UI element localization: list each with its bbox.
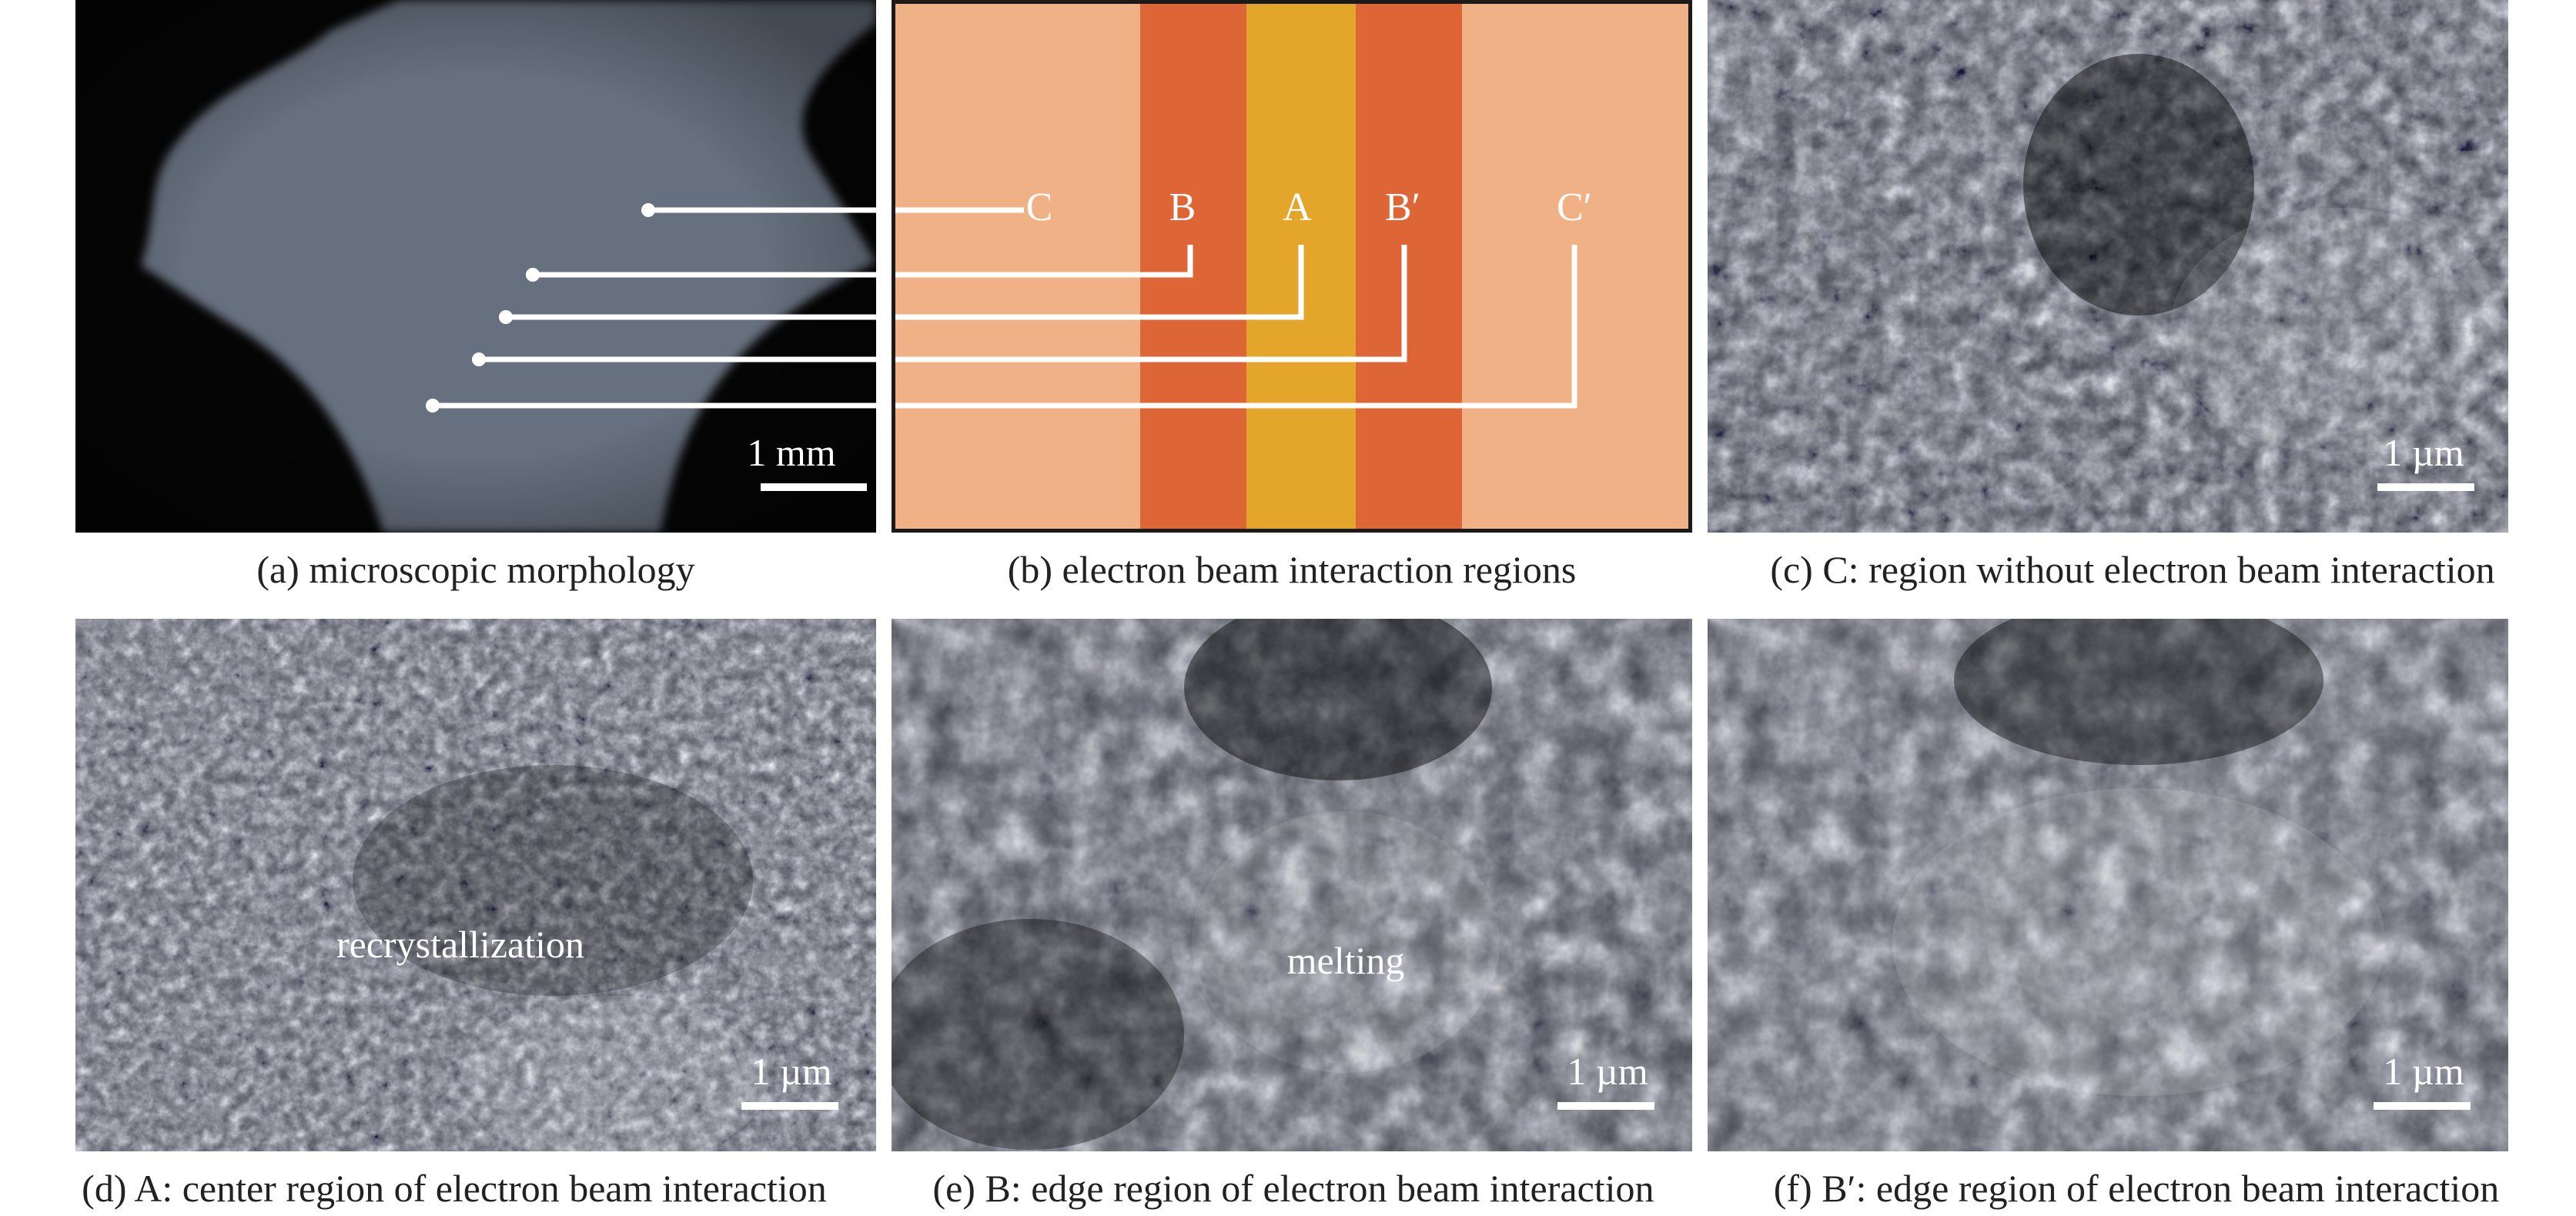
region-label-c-prime: C′ <box>1556 185 1593 229</box>
region-a-band <box>1246 4 1356 529</box>
annotation-recrystallization: recrystallization <box>336 923 585 966</box>
sem-texture-d <box>75 619 876 1151</box>
scale-line-c <box>2377 483 2474 491</box>
caption-e: (e) B: edge region of electron beam inte… <box>932 1167 1654 1210</box>
scale-label-d: 1 µm <box>751 1050 832 1093</box>
scale-line-f <box>2374 1102 2471 1110</box>
region-b-prime-band <box>1356 4 1462 529</box>
scale-bar-e: 1 µm <box>1546 1050 1684 1119</box>
annotation-melting: melting <box>1286 939 1405 982</box>
panel-c-sem-image: 1 µm <box>1708 0 2508 533</box>
panel-d-sem-image: recrystallization 1 µm <box>75 619 876 1151</box>
caption-d: (d) A: center region of electron beam in… <box>82 1167 827 1210</box>
scale-bar-f: 1 µm <box>2362 1050 2501 1119</box>
leader-dot-a <box>499 310 513 324</box>
scale-bar-c: 1 µm <box>2362 431 2501 500</box>
scale-bar-d: 1 µm <box>730 1050 868 1119</box>
scale-bar-a: 1 mm <box>722 431 867 500</box>
panel-e-sem-image: melting 1 µm <box>892 619 1692 1151</box>
region-label-c: C <box>1025 185 1053 229</box>
sem-texture-c <box>1708 0 2508 533</box>
region-b-band <box>1140 4 1246 529</box>
sem-texture-e <box>892 619 1692 1151</box>
panel-f-sem-image: 1 µm <box>1708 619 2508 1151</box>
caption-c: (c) C: region without electron beam inte… <box>1770 548 2495 591</box>
leader-dot-b <box>526 268 540 282</box>
region-label-b-prime: B′ <box>1384 185 1421 229</box>
region-label-a: A <box>1283 185 1312 229</box>
caption-f: (f) B′: edge region of electron beam int… <box>1773 1167 2500 1210</box>
leader-dot-c <box>641 203 655 217</box>
scale-label-e: 1 µm <box>1567 1050 1648 1093</box>
scale-label-f: 1 µm <box>2383 1050 2464 1093</box>
leader-dot-c-prime <box>426 399 440 413</box>
scale-line-e <box>1557 1102 1654 1110</box>
region-label-b: B <box>1169 185 1196 229</box>
caption-b: (b) electron beam interaction regions <box>1007 548 1577 591</box>
caption-a: (a) microscopic morphology <box>256 548 695 591</box>
scale-label-c: 1 µm <box>2383 431 2464 474</box>
scale-label-a: 1 mm <box>747 431 836 474</box>
panel-b-regions-diagram <box>892 0 1692 533</box>
scale-line-a <box>761 483 867 491</box>
panel-a-micrograph: 1 mm <box>75 0 876 533</box>
leader-dot-b-prime <box>472 352 486 366</box>
scale-line-d <box>741 1102 838 1110</box>
sem-texture-f <box>1708 619 2508 1151</box>
